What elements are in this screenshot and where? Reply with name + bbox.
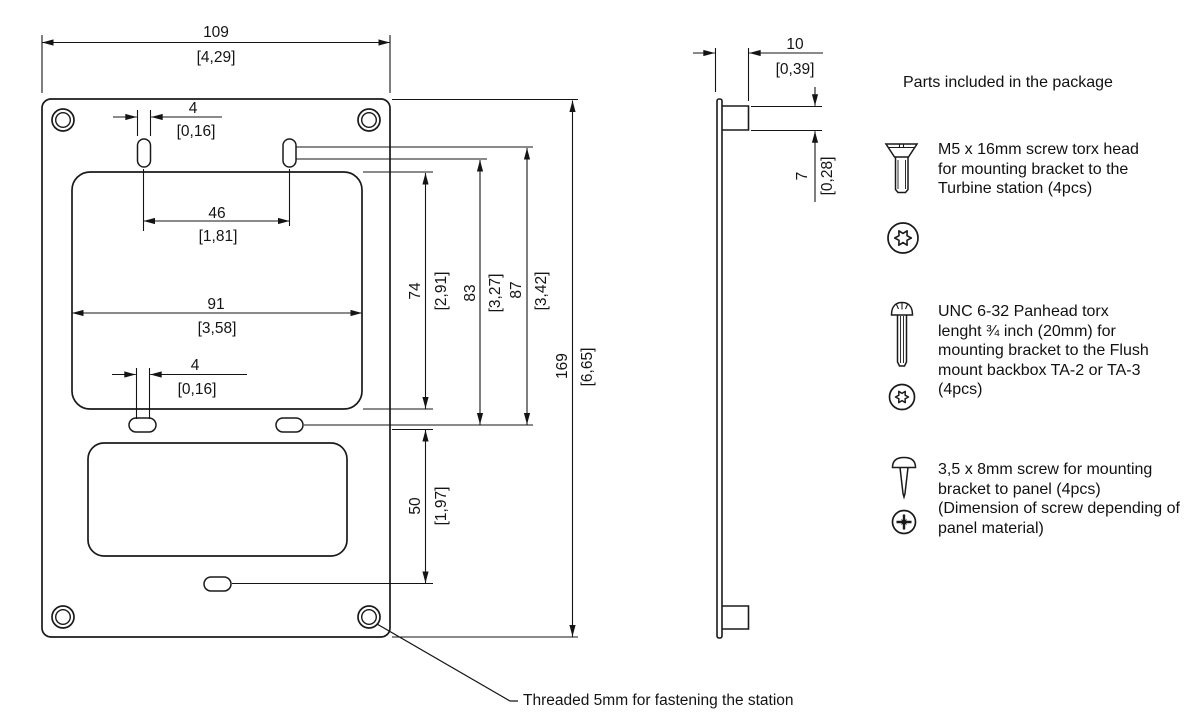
dim-label-mm: 4 — [189, 100, 198, 117]
torx-head-icon — [887, 222, 919, 254]
dim-label-mm: 4 — [191, 357, 200, 374]
dim-label-inch: [1,81] — [199, 228, 238, 245]
dim-overall-depth: 10 [0,39] — [693, 36, 823, 101]
dim-label-inch: [3,27] — [487, 274, 504, 313]
dim-opening-height: 74 [2,91] — [407, 173, 450, 409]
dim-label-inch: [3,58] — [198, 320, 237, 337]
leader-line — [376, 623, 518, 702]
panhead-torx-screw-icon — [890, 301, 914, 367]
main-opening — [71, 171, 363, 410]
side-plate — [716, 98, 723, 639]
dim-top-slot-width: 4 [0,16] — [113, 100, 222, 140]
parts-icons — [884, 143, 919, 535]
dim-label-mm: 83 — [462, 284, 479, 301]
dim-label-inch: [4,29] — [197, 49, 236, 66]
dim-label-mm: 91 — [207, 296, 224, 313]
front-view — [41, 98, 391, 638]
dim-bottom-slot-width: 4 [0,16] — [112, 357, 247, 419]
dim-label-mm: 10 — [786, 36, 804, 53]
dim-label-mm: 169 — [554, 353, 571, 379]
dim-label-mm: 74 — [407, 282, 424, 300]
torx-head-small-icon — [888, 383, 916, 411]
dim-label-inch: [0,16] — [177, 123, 216, 140]
side-view — [716, 98, 750, 639]
dim-label-mm: 50 — [407, 497, 424, 515]
top-slot-left — [136, 138, 152, 168]
side-view-dimensions: 10 [0,39] 7 [0,28] — [693, 36, 836, 202]
dim-label-mm: 7 — [794, 172, 811, 181]
top-slot-right — [282, 138, 297, 168]
threaded-note-text: Threaded 5mm for fastening the station — [523, 692, 794, 709]
corner-hole-bottom-right — [357, 605, 381, 629]
dim-opening-width: 91 [3,58] — [72, 296, 362, 337]
countersunk-torx-screw-icon — [884, 143, 919, 194]
dim-slot-span-83: 83 [3,27] — [462, 160, 504, 425]
bottom-center-slot — [203, 576, 232, 592]
dim-label-mm: 87 — [508, 281, 525, 298]
corner-hole-top-right — [357, 108, 381, 132]
bottom-slot-left — [128, 417, 157, 433]
dim-label-inch: [0,39] — [776, 61, 815, 78]
dim-label-inch: [6,65] — [579, 348, 596, 387]
dim-label-inch: [1,97] — [433, 487, 450, 526]
threaded-note: Threaded 5mm for fastening the station — [376, 623, 794, 709]
dim-label-mm: 109 — [203, 24, 229, 41]
dim-label-mm: 46 — [208, 205, 225, 222]
dim-slot-span-87: 87 [3,42] — [508, 148, 550, 425]
phillips-head-icon — [891, 509, 917, 535]
dim-top-slot-spacing: 46 [1,81] — [142, 169, 291, 245]
front-view-dimensions: 109 [4,29] 4 [0,16] 46 [1,81] 91 [3,58] — [41, 24, 596, 638]
lower-opening — [87, 442, 348, 557]
dim-label-inch: [0,16] — [178, 381, 217, 398]
corner-hole-bottom-left — [51, 605, 75, 629]
side-top-tab — [722, 105, 750, 131]
side-bottom-tab — [722, 605, 750, 630]
dim-tab-height: 7 [0,28] — [751, 87, 836, 202]
dim-label-inch: [3,42] — [533, 272, 550, 311]
panel-screw-icon — [891, 456, 917, 500]
dim-label-inch: [2,91] — [433, 272, 450, 311]
dim-label-inch: [0,28] — [819, 157, 836, 196]
dim-overall-height: 169 [6,65] — [554, 100, 596, 637]
dim-overall-width: 109 [4,29] — [41, 24, 391, 93]
corner-hole-top-left — [51, 108, 75, 132]
dim-lower-slot-offset: 50 [1,97] — [407, 430, 450, 583]
bracket-plate-outline — [41, 98, 391, 638]
bottom-slot-right — [275, 417, 304, 433]
